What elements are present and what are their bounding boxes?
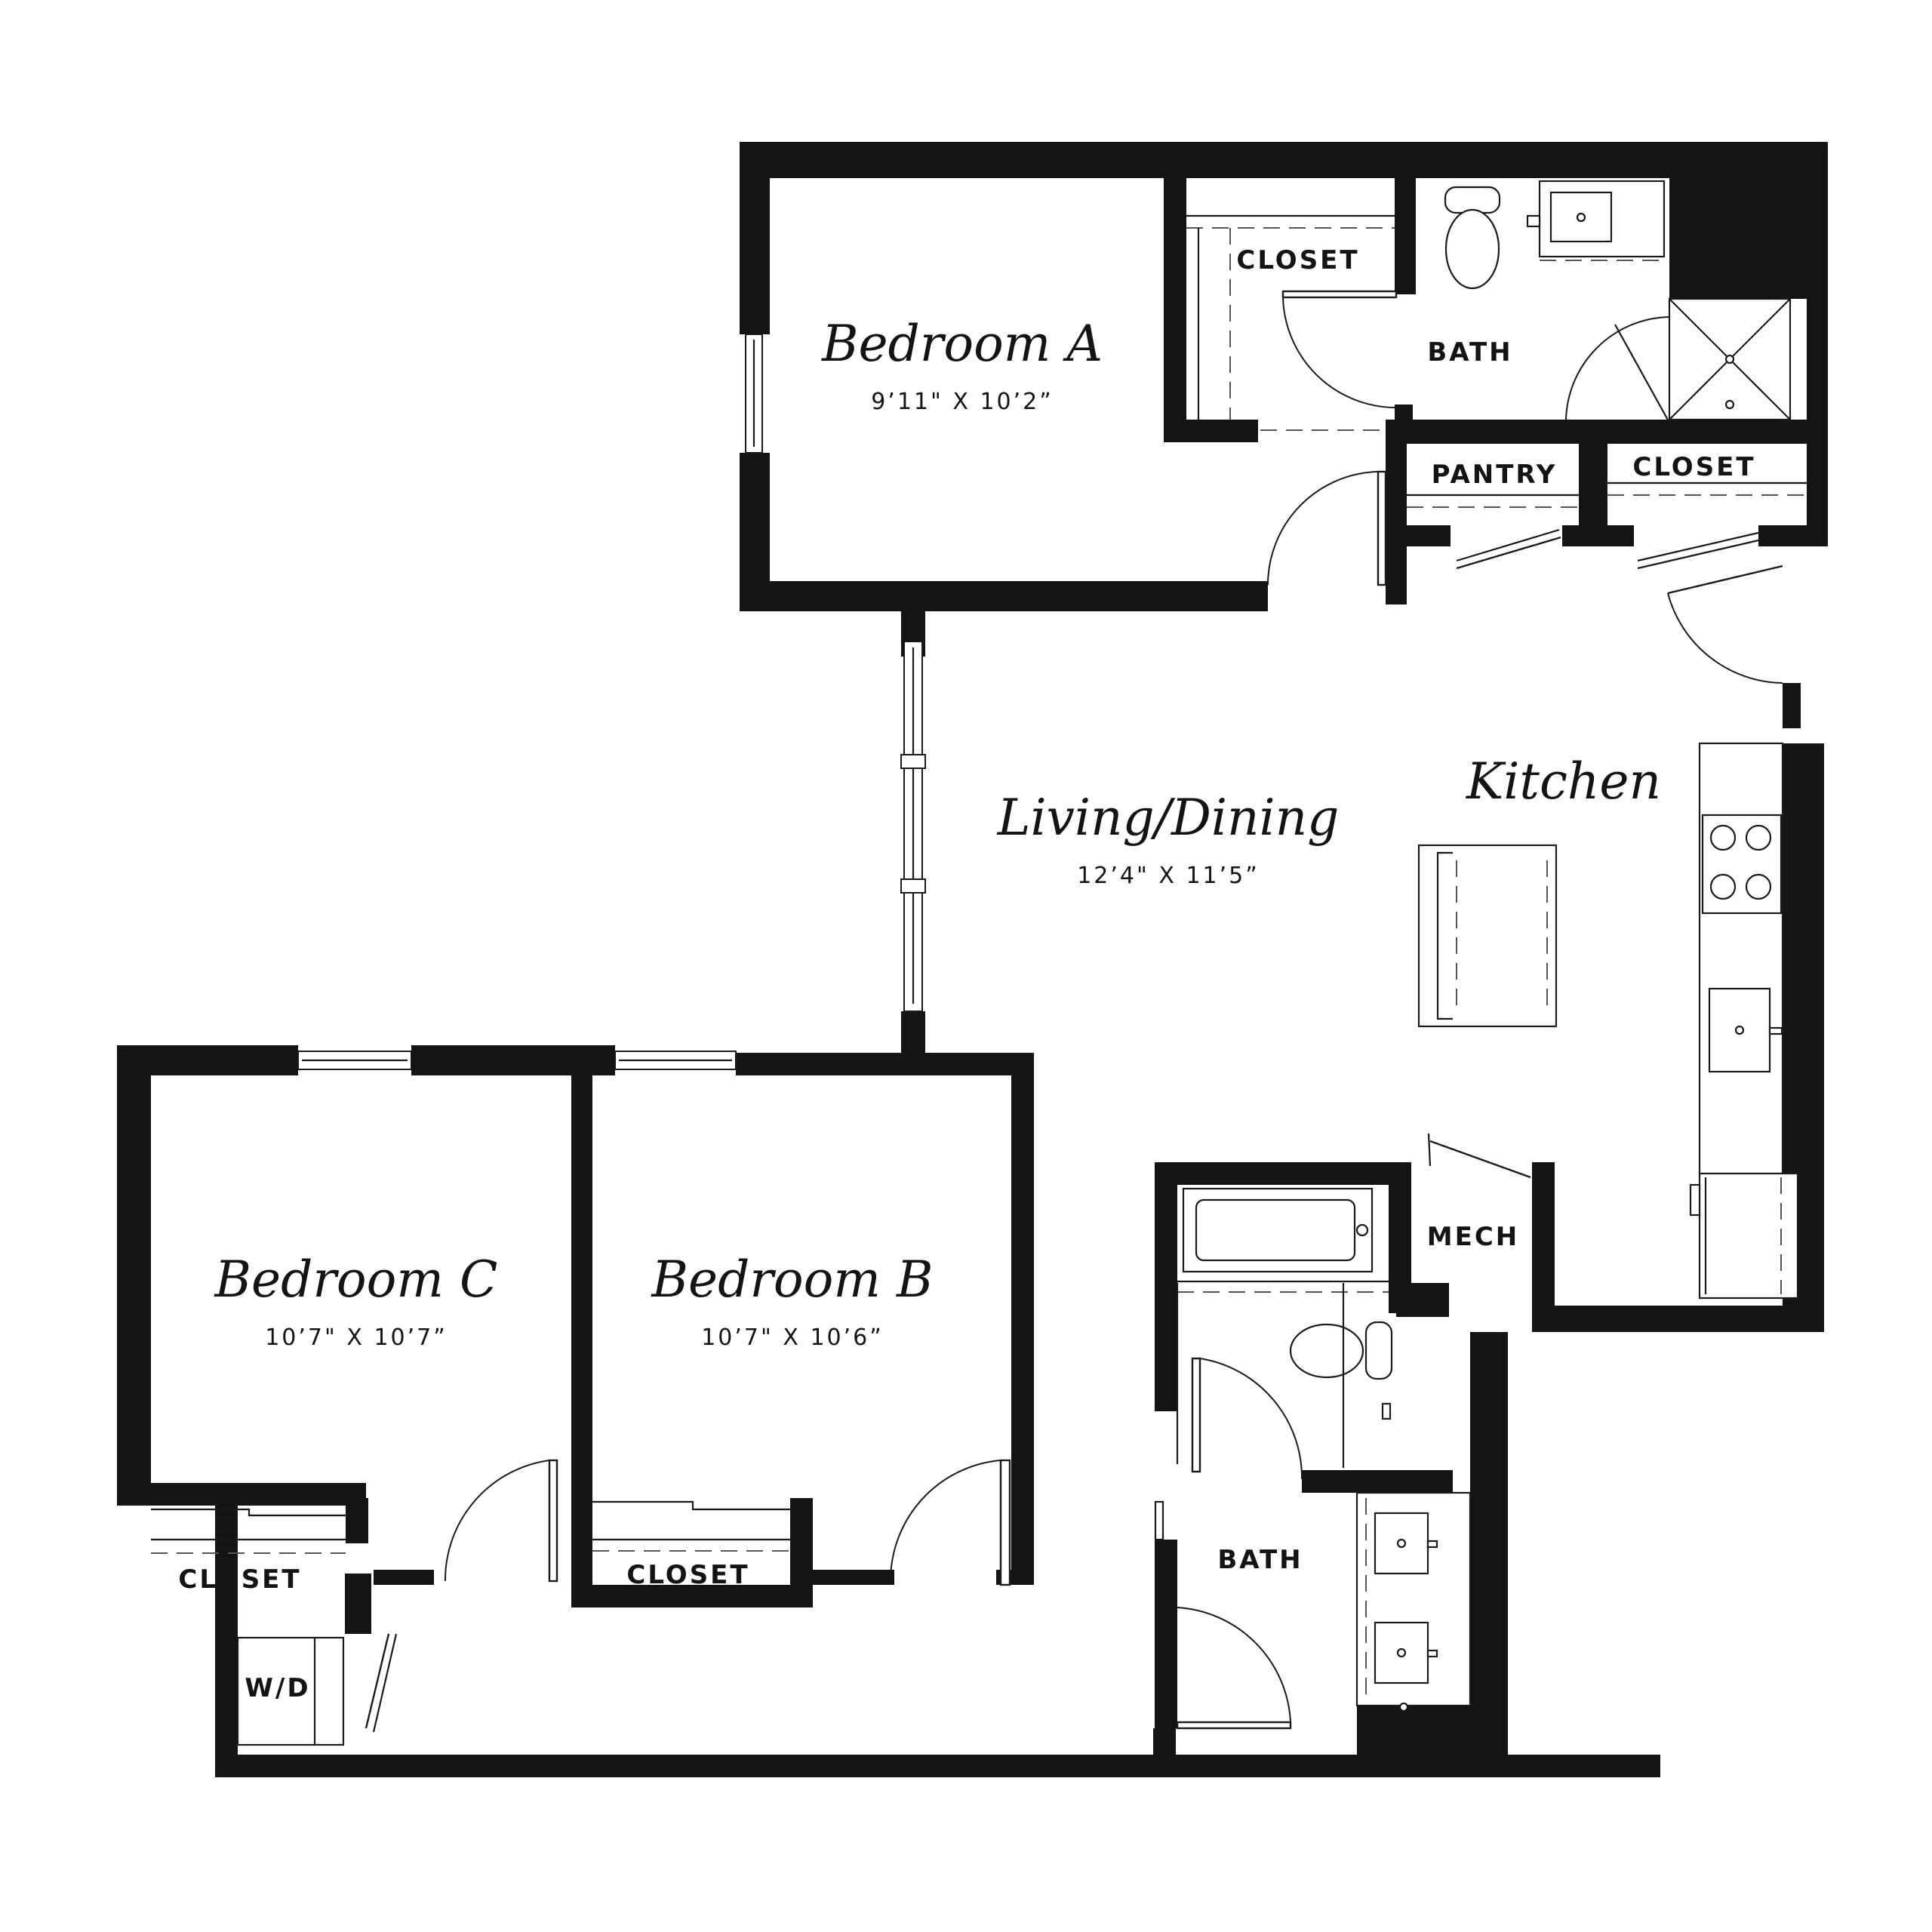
closet-a-label: CLOSET [1236,245,1359,275]
door-bedroom-c [444,1459,558,1583]
wd-label: W/D [245,1673,310,1703]
door-bath-1 [1281,290,1398,408]
door-closet-hall [1637,531,1759,570]
kitchen-counter [1689,742,1799,1300]
window-bedroom-c [297,1051,412,1070]
door-bedroom-a [1267,470,1387,586]
window-living [900,641,926,1012]
door-bedroom-b [889,1459,1011,1586]
bedroom-a-name: Bedroom A [821,315,1103,373]
toilet-icon [1444,186,1501,290]
mech-label: MECH [1427,1222,1519,1252]
fixtures [151,180,1807,1746]
kitchen-name: Kitchen [1466,752,1661,811]
door-wd [365,1633,398,1733]
shower-icon [1668,297,1792,421]
bedroom-c-dims: 10’7" X 10’7” [265,1324,448,1351]
pantry-shelf [1407,494,1579,508]
pantry-label: PANTRY [1432,460,1558,490]
bath-1-label: BATH [1427,337,1512,368]
bedroom-c-name: Bedroom C [214,1251,498,1309]
window-bedroom-a [745,334,763,454]
walls [117,142,1828,1777]
bedroom-a-dims: 9’11" X 10’2” [871,389,1054,415]
cooktop-icon [1701,814,1783,915]
bathtub-icon [1176,1187,1389,1464]
kitchen-island [1417,844,1558,1028]
bedroom-b-name: Bedroom B [651,1251,934,1309]
fridge-icon [1689,1172,1799,1300]
bedroom-b-dims: 10’7" X 10’6” [701,1324,884,1351]
window-bedroom-b [614,1051,737,1070]
door-bath-2 [1191,1357,1303,1480]
closet-hall-shelf [1607,481,1807,496]
closet-b-label: CLOSET [626,1560,749,1590]
door-shower [1565,316,1670,423]
washer-dryer-icon [236,1636,345,1746]
closet-c-shelf [151,1508,346,1554]
closet-b-shelf [592,1500,790,1552]
living-name: Living/Dining [997,789,1340,847]
doors [365,290,1783,1733]
room-labels: Bedroom A 9’11" X 10’2” CLOSET BATH PANT… [178,245,1755,1703]
toilet-icon-2 [1289,1283,1393,1468]
living-dims: 12’4" X 11’5” [1077,863,1260,889]
sink-icon [1526,180,1666,261]
towel-bar-icon [1154,1500,1164,1541]
closet-a-shelf [1186,214,1395,431]
vanity-icon [1355,1491,1472,1712]
door-pantry [1456,528,1561,570]
kitchen-sink-icon [1708,987,1783,1073]
closet-hall-label: CLOSET [1632,452,1755,482]
closet-c-label: CLOSET [178,1564,301,1595]
windows [297,334,926,1070]
door-bath-2-lower [1176,1607,1292,1730]
door-mech [1427,1133,1531,1179]
bath-2-label: BATH [1217,1545,1303,1575]
door-entry [1667,565,1783,684]
